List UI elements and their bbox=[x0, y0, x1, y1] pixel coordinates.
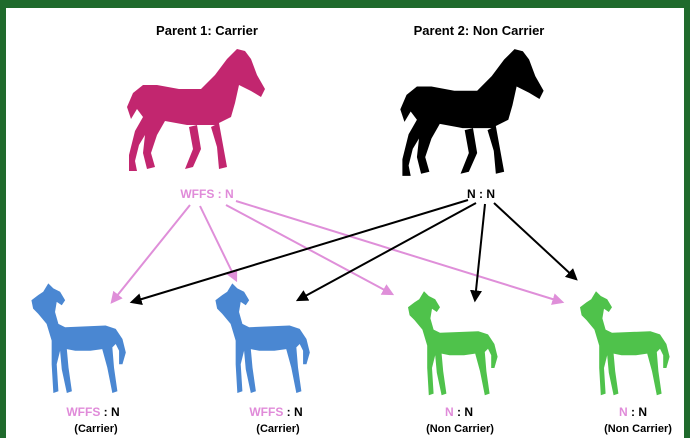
arrow-noncarrier-to-offspring-3 bbox=[475, 204, 485, 300]
arrow-carrier-to-offspring-4 bbox=[236, 201, 562, 302]
offspring-1-sep: : bbox=[100, 405, 111, 419]
parent2-title: Parent 2: Non Carrier bbox=[414, 23, 545, 38]
offspring-3-allele: N bbox=[445, 405, 454, 419]
offspring-2-foal-icon bbox=[215, 283, 309, 393]
parent2-genotype: N : N bbox=[467, 187, 495, 201]
offspring-3-status: (Non Carrier) bbox=[426, 423, 494, 435]
offspring-2-other-allele: N bbox=[294, 405, 303, 419]
parent1-sep: : bbox=[214, 187, 225, 201]
offspring-1-genotype: WFFS : N bbox=[66, 405, 119, 419]
offspring-4-foal-icon bbox=[580, 291, 670, 395]
offspring-3-other-allele: N bbox=[464, 405, 473, 419]
arrow-carrier-to-offspring-3 bbox=[226, 205, 392, 294]
parent1-allele: WFFS bbox=[180, 187, 214, 201]
parent2-allele: N bbox=[467, 187, 476, 201]
offspring-3-sep: : bbox=[454, 405, 465, 419]
offspring-2-allele: WFFS bbox=[249, 405, 283, 419]
offspring-3-genotype: N : N bbox=[445, 405, 473, 419]
parent1-title: Parent 1: Carrier bbox=[156, 23, 258, 38]
arrow-noncarrier-to-offspring-2 bbox=[298, 203, 476, 300]
parent1-genotype: WFFS : N bbox=[180, 187, 233, 201]
offspring-4-other-allele: N bbox=[638, 405, 647, 419]
offspring-4-genotype: N : N bbox=[619, 405, 647, 419]
offspring-4-sep: : bbox=[628, 405, 639, 419]
offspring-4-allele: N bbox=[619, 405, 628, 419]
parent2-other-allele: N bbox=[486, 187, 495, 201]
offspring-4-status: (Non Carrier) bbox=[604, 423, 672, 435]
non-carrier-parent-horse-icon bbox=[400, 49, 543, 176]
parent2-sep: : bbox=[476, 187, 487, 201]
offspring-1-status: (Carrier) bbox=[74, 423, 118, 435]
offspring-2-genotype: WFFS : N bbox=[249, 405, 302, 419]
parent1-other-allele: N bbox=[225, 187, 234, 201]
offspring-2-sep: : bbox=[283, 405, 294, 419]
offspring-3-foal-icon bbox=[408, 291, 498, 395]
carrier-parent-horse-icon bbox=[127, 49, 265, 171]
offspring-1-allele: WFFS bbox=[66, 405, 100, 419]
offspring-1-foal-icon bbox=[31, 283, 125, 393]
offspring-1-other-allele: N bbox=[111, 405, 120, 419]
arrow-carrier-to-offspring-2 bbox=[200, 206, 236, 280]
arrow-noncarrier-to-offspring-4 bbox=[494, 203, 576, 279]
offspring-2-status: (Carrier) bbox=[256, 423, 300, 435]
